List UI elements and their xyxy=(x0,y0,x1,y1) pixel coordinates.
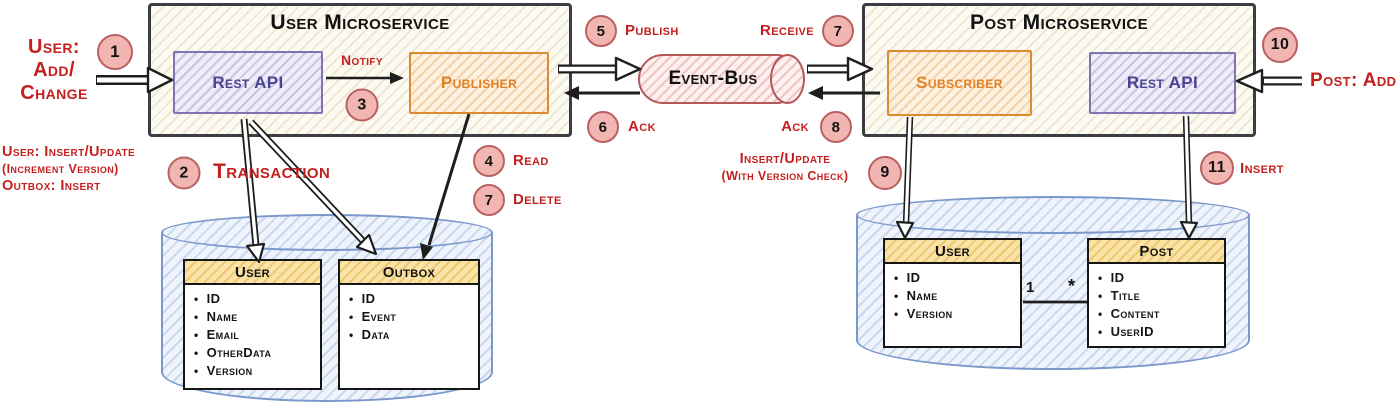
user-table-left-columns: •ID •Name •Email •OtherData •Version xyxy=(183,285,322,390)
outbox-table: Outbox •ID •Event •Data xyxy=(338,259,480,390)
user-trigger-line1: User: xyxy=(28,36,80,58)
insert-update-label: Insert/Update (With Version Check) xyxy=(703,151,867,185)
user-trigger-label: User: Add/ Change xyxy=(4,36,104,105)
table-column-item: •Title xyxy=(1098,288,1141,303)
step-badge-6: 6 xyxy=(587,111,619,143)
table-column-item: •Event xyxy=(349,309,397,324)
post-rest-api-box: Rest API xyxy=(1089,52,1236,114)
event-bus-cap xyxy=(770,54,805,104)
user-trigger-line2: Add/ xyxy=(33,59,75,81)
table-column-item: •ID xyxy=(894,270,921,285)
table-column-item: •UserID xyxy=(1098,324,1154,339)
post-table-columns: •ID •Title •Content •UserID xyxy=(1087,264,1226,348)
table-column-item: •OtherData xyxy=(194,345,272,360)
step-badge-7-delete: 7 xyxy=(473,184,505,216)
table-column-item: •Name xyxy=(194,309,238,324)
user-table-left-header: User xyxy=(183,259,322,285)
table-column-item: •Email xyxy=(194,327,240,342)
step-badge-3: 3 xyxy=(345,88,379,122)
user-db-cylinder-top xyxy=(161,214,493,251)
outbox-table-columns: •ID •Event •Data xyxy=(338,285,480,390)
table-column-item: •Content xyxy=(1098,306,1160,321)
event-bus-body xyxy=(638,54,788,104)
insert-label: Insert xyxy=(1240,160,1284,177)
relationship-many-mark: * xyxy=(1068,276,1076,296)
post-microservice-box: Post Microservice Subscriber Rest API xyxy=(862,3,1256,137)
publish-label: Publish xyxy=(625,22,679,39)
user-rest-api-box: Rest API xyxy=(173,51,323,114)
user-table-left: User •ID •Name •Email •OtherData •Version xyxy=(183,259,322,390)
insert-update-line1: Insert/Update xyxy=(739,151,831,167)
step-badge-1: 1 xyxy=(97,34,133,70)
step-badge-8: 8 xyxy=(820,111,852,143)
ack-left-label: Ack xyxy=(628,118,656,135)
insert-update-line2: (With Version Check) xyxy=(721,169,849,183)
ack-left-arrow xyxy=(564,86,640,100)
subscriber-box: Subscriber xyxy=(887,50,1032,116)
relationship-one-mark: 1 xyxy=(1026,279,1035,296)
step-badge-11: 11 xyxy=(1200,151,1234,185)
user-table-right-header: User xyxy=(883,238,1022,264)
user-rest-api-label: Rest API xyxy=(212,72,284,92)
user-db-note-line2: (Increment Version) xyxy=(2,162,119,176)
post-table-header: Post xyxy=(1087,238,1226,264)
post-microservice-title: Post Microservice xyxy=(969,11,1149,34)
user-trigger-line3: Change xyxy=(20,82,88,104)
publisher-box: Publisher xyxy=(409,52,549,114)
table-column-item: •Data xyxy=(349,327,390,342)
step-badge-9: 9 xyxy=(868,156,902,190)
receive-label: Receive xyxy=(760,22,814,39)
publisher-label: Publisher xyxy=(440,73,518,92)
post-table: Post •ID •Title •Content •UserID xyxy=(1087,238,1226,348)
table-column-item: •ID xyxy=(349,291,376,306)
post-db-cylinder-top xyxy=(856,196,1250,234)
table-column-item: •ID xyxy=(194,291,221,306)
step-badge-10: 10 xyxy=(1262,27,1298,63)
user-table-right: User •ID •Name •Version xyxy=(883,238,1022,348)
step-badge-4: 4 xyxy=(473,145,505,177)
user-microservice-title: User Microservice xyxy=(270,11,450,34)
delete-label: Delete xyxy=(513,191,562,208)
transaction-label: Transaction xyxy=(213,160,331,183)
notify-label: Notify xyxy=(341,52,383,68)
user-table-right-columns: •ID •Name •Version xyxy=(883,264,1022,348)
step-badge-5: 5 xyxy=(585,15,617,47)
event-bus-label: Event-Bus xyxy=(668,68,758,89)
event-bus: Event-Bus xyxy=(638,54,805,104)
table-column-item: •Version xyxy=(194,363,253,378)
table-column-item: •Name xyxy=(894,288,938,303)
subscriber-label: Subscriber xyxy=(916,73,1003,92)
step-badge-2: 2 xyxy=(167,156,201,190)
table-column-item: •ID xyxy=(1098,270,1125,285)
user-db-note: User: Insert/Update (Increment Version) … xyxy=(2,144,135,195)
user-db-note-line1: User: Insert/Update xyxy=(2,144,136,160)
post-trigger-label: Post: Add xyxy=(1310,70,1397,91)
table-column-item: •Version xyxy=(894,306,953,321)
read-label: Read xyxy=(513,152,549,169)
user-db-note-line3: Outbox: Insert xyxy=(2,178,101,194)
step-badge-7-receive: 7 xyxy=(822,15,854,47)
outbox-table-header: Outbox xyxy=(338,259,480,285)
ack-right-label: Ack xyxy=(781,118,809,135)
post-rest-api-label: Rest API xyxy=(1126,73,1199,92)
